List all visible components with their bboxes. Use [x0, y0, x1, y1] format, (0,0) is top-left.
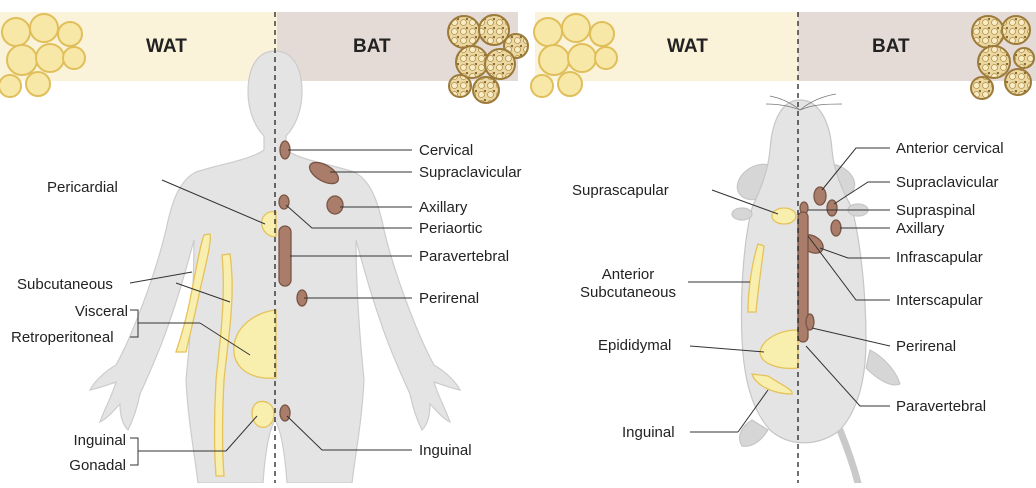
label-cervical: Cervical: [419, 142, 473, 159]
perirenal-depot-mouse: [806, 314, 814, 330]
paravertebral-depot: [279, 226, 291, 286]
label-supraspinal: Supraspinal: [896, 202, 975, 219]
label-inguinal-wat: Inguinal: [0, 432, 126, 449]
inguinal-depot: [252, 402, 274, 428]
inguinal-bat-depot: [280, 405, 290, 421]
label-epididymal: Epididymal: [598, 337, 671, 354]
label-perirenal-mouse: Perirenal: [896, 338, 956, 355]
label-pericardial: Pericardial: [47, 179, 118, 196]
label-axillary-mouse: Axillary: [896, 220, 944, 237]
wat-cells-icon-mouse: [531, 14, 617, 97]
label-paravertebral-mouse: Paravertebral: [896, 398, 986, 415]
label-subcutaneous: Subcutaneous: [17, 276, 113, 293]
label-axillary: Axillary: [419, 199, 467, 216]
human-bat-header: BAT: [353, 36, 391, 58]
axillary-depot: [327, 196, 343, 214]
label-retroperitoneal: Retroperitoneal: [11, 329, 114, 346]
anterior-cervical-depot: [814, 187, 826, 205]
label-visceral: Visceral: [0, 303, 128, 320]
wat-cells-icon: [0, 14, 85, 97]
human-wat-header: WAT: [146, 36, 187, 58]
mouse-wat-header: WAT: [667, 36, 708, 58]
label-perirenal: Perirenal: [419, 290, 479, 307]
label-inguinal-bat: Inguinal: [419, 442, 472, 459]
label-anterior: Anterior: [566, 266, 690, 283]
suprascapular-depot: [772, 208, 796, 224]
label-anterior-subcutaneous: Subcutaneous: [566, 284, 690, 301]
label-periaortic: Periaortic: [419, 220, 482, 237]
label-gonadal: Gonadal: [0, 457, 126, 474]
label-infrascapular: Infrascapular: [896, 249, 983, 266]
bat-cells-icon-mouse: [971, 16, 1034, 99]
label-supraclavicular: Supraclavicular: [419, 164, 522, 181]
axillary-depot-mouse: [831, 220, 841, 236]
mouse-bat-header: BAT: [872, 36, 910, 58]
label-suprascapular: Suprascapular: [572, 182, 669, 199]
label-anterior-cervical: Anterior cervical: [896, 140, 1004, 157]
label-supraclavicular-mouse: Supraclavicular: [896, 174, 999, 191]
label-inguinal-mouse: Inguinal: [622, 424, 675, 441]
label-paravertebral: Paravertebral: [419, 248, 509, 265]
supraclavicular-depot-mouse: [827, 200, 837, 216]
label-interscapular: Interscapular: [896, 292, 983, 309]
